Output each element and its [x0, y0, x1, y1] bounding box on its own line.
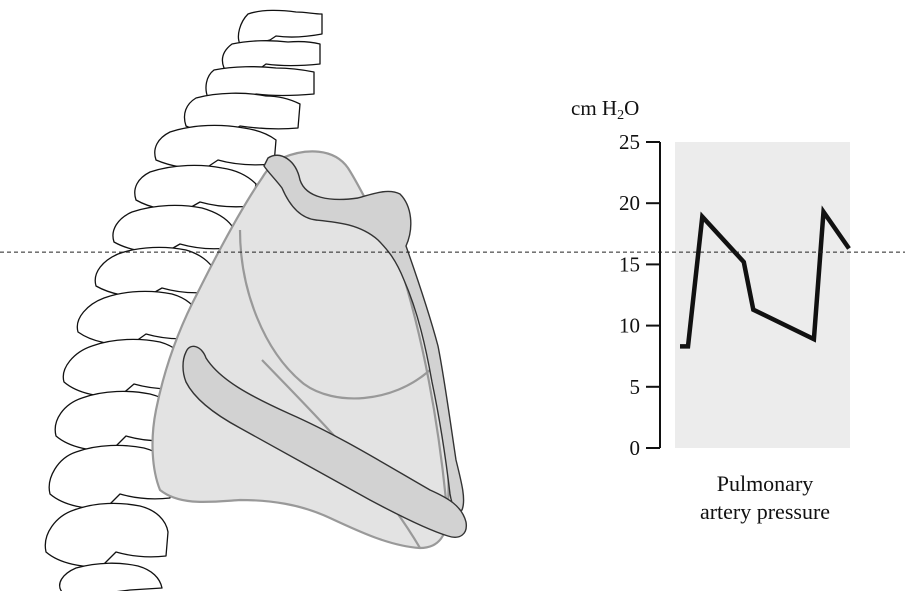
chart-caption: Pulmonary artery pressure	[670, 470, 860, 526]
y-tick-label: 0	[630, 436, 641, 460]
y-tick-label: 5	[630, 375, 641, 399]
vertebra-5	[155, 125, 276, 168]
y-tick-label: 25	[619, 130, 640, 154]
vertebra-8	[95, 247, 214, 296]
y-tick-group: 0 5 10 15 20 25	[619, 130, 660, 460]
vertebra-6	[135, 165, 256, 210]
vertebra-1	[238, 10, 322, 44]
vertebra-13	[45, 503, 168, 566]
y-axis-unit-label: cm H2O	[571, 96, 639, 128]
vertebra-14	[60, 563, 162, 591]
y-tick-label: 20	[619, 191, 640, 215]
y-tick-label: 15	[619, 252, 640, 276]
caption-line-1: Pulmonary	[670, 470, 860, 498]
pressure-chart: 0 5 10 15 20 25	[619, 130, 850, 460]
y-tick-label: 10	[619, 314, 640, 338]
chart-background	[675, 142, 850, 448]
vertebra-7	[113, 205, 232, 252]
caption-line-2: artery pressure	[670, 498, 860, 526]
